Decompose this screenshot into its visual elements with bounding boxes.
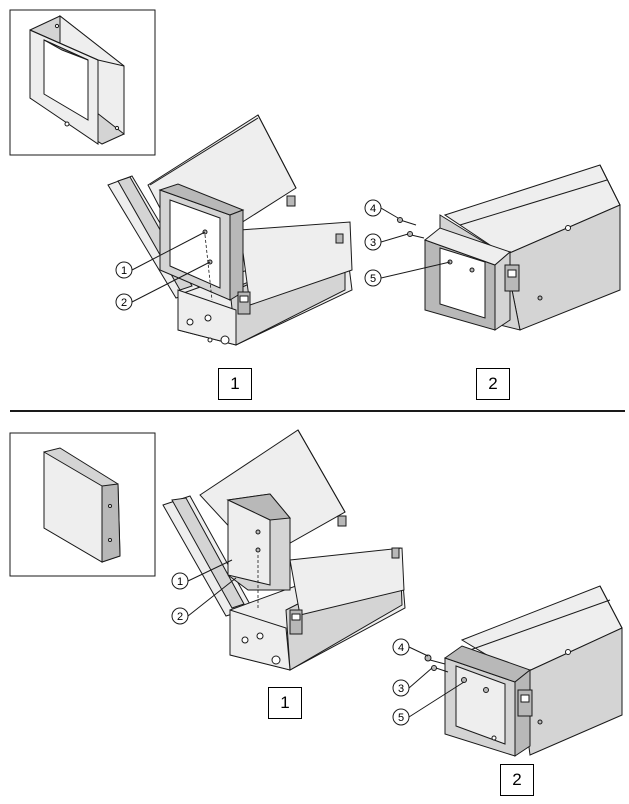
callout-5	[364, 269, 382, 287]
callout-2	[171, 607, 189, 625]
callout-3	[364, 233, 382, 251]
bottom-callouts: 1 2 4 3 5	[171, 559, 465, 726]
callout-4	[364, 199, 382, 217]
bottom-assembly-step-1	[162, 429, 406, 671]
callout-1	[115, 261, 133, 279]
bottom-assembly-step-2	[424, 585, 623, 757]
top-assembly-step-1	[107, 114, 353, 346]
step-1-box: 1	[218, 368, 252, 400]
callout-4	[392, 638, 410, 656]
callout-label: 2	[121, 297, 127, 309]
callout-label: 3	[370, 237, 376, 249]
step-2-box: 2	[476, 368, 510, 400]
callout-label: 5	[398, 712, 404, 724]
callout-label: 4	[398, 642, 404, 654]
callout-label: 1	[121, 265, 127, 277]
step-1-box: 1	[268, 687, 302, 719]
callout-5	[392, 708, 410, 726]
callout-label: 1	[177, 576, 183, 588]
callout-label: 2	[177, 611, 183, 623]
callout-1	[171, 572, 189, 590]
top-callouts: 1 2 4 3 5	[115, 199, 451, 311]
callout-2	[115, 293, 133, 311]
top-assembly-step-2	[396, 164, 621, 331]
callout-label: 4	[370, 203, 376, 215]
callout-label: 5	[370, 273, 376, 285]
inset-cover-plate	[9, 432, 156, 577]
callout-3	[392, 679, 410, 697]
step-2-box: 2	[500, 764, 534, 796]
inset-wall-frame	[9, 9, 156, 156]
callout-label: 3	[398, 683, 404, 695]
